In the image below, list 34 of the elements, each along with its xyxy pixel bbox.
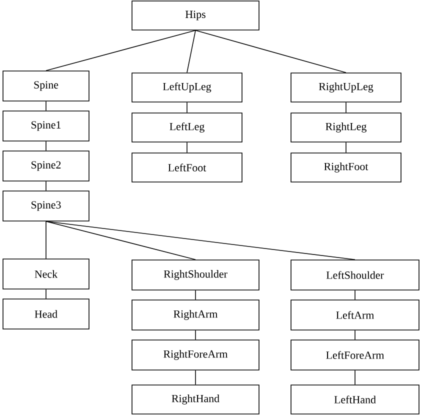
- bone-box: RightUpLeg: [290, 72, 402, 102]
- bone-box: Spine3: [2, 190, 90, 222]
- bone-box: LeftFoot: [132, 152, 242, 182]
- bone-box: Hips: [132, 0, 260, 30]
- bone-box: Spine1: [2, 110, 90, 142]
- connector-line: [186, 30, 196, 73]
- bone-box: RightShoulder: [132, 260, 260, 290]
- bone-box: LeftHand: [290, 384, 420, 414]
- bone-box: Head: [2, 298, 90, 330]
- connector-line: [195, 330, 196, 340]
- bone-box: RightForeArm: [132, 340, 260, 370]
- connector-line: [354, 330, 356, 340]
- bone-box: Neck: [2, 258, 90, 290]
- connector-line: [195, 290, 196, 300]
- connector-line: [46, 30, 196, 71]
- connector-line: [46, 221, 356, 260]
- connector-line: [195, 370, 196, 385]
- connector-line: [195, 30, 346, 73]
- connector-line: [46, 221, 196, 260]
- bone-box: RightFoot: [290, 152, 402, 182]
- bone-box: RightLeg: [290, 112, 402, 142]
- bone-box: LeftArm: [290, 300, 420, 330]
- connector-line: [186, 102, 188, 113]
- bone-box: LeftForeArm: [290, 340, 420, 370]
- connector-line: [354, 370, 356, 385]
- connector-line: [354, 290, 356, 300]
- bone-box: RightHand: [132, 384, 260, 414]
- bone-box: LeftUpLeg: [132, 72, 242, 102]
- bone-box: LeftShoulder: [290, 260, 420, 290]
- connector-line: [186, 142, 188, 153]
- bone-box: Spine: [2, 70, 90, 102]
- bone-box: LeftLeg: [132, 112, 242, 142]
- bone-box: RightArm: [132, 300, 260, 330]
- bone-box: Spine2: [2, 150, 90, 182]
